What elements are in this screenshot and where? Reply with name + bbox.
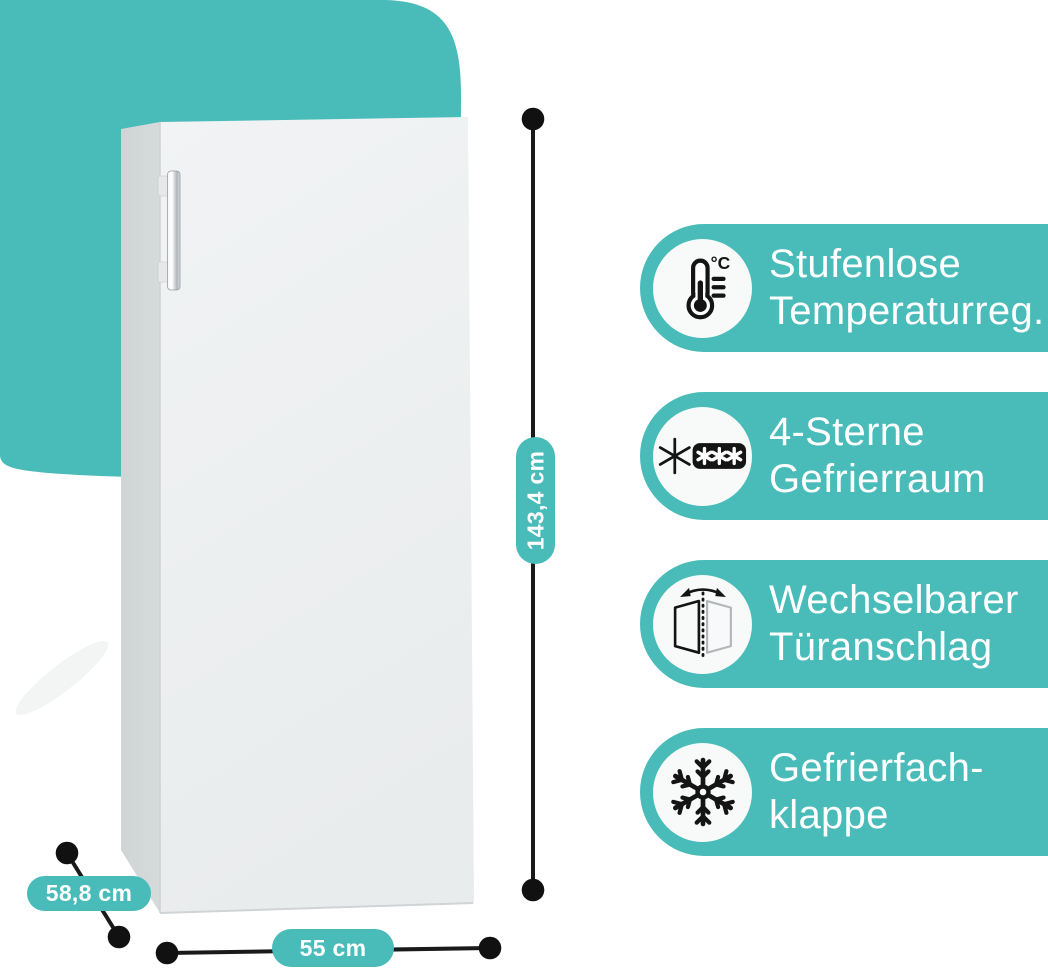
four-star-freezer-icon (658, 437, 747, 475)
height-dimension-dot-bottom (521, 878, 545, 902)
feature-callout-four-star: 4-Sterne Gefrierraum (640, 392, 1048, 520)
feature-callout-reversible-door: Wechselbarer Türanschlag (640, 560, 1048, 688)
handle-bracket-top (157, 175, 169, 197)
feature-label-line1: Gefrierfach- (769, 746, 984, 790)
floor-shadow (15, 640, 109, 716)
feature-icon-circle (653, 406, 752, 506)
depth-dimension-label: 58,8 cm (27, 876, 151, 911)
width-dimension-label: 55 cm (272, 929, 394, 967)
fridge (121, 117, 474, 914)
fridge-bottom-edge (159, 902, 474, 914)
width-dimension-dot-right (478, 936, 502, 960)
handle-bracket-bottom (157, 261, 169, 283)
height-dimension-label: 143,4 cm (516, 437, 555, 564)
feature-icon-circle: °C (653, 238, 752, 338)
feature-icon-circle (653, 742, 752, 842)
feature-icon-circle (653, 574, 752, 674)
feature-label: Gefrierfach- klappe (769, 745, 984, 839)
height-dimension-dot-top (521, 107, 545, 131)
fridge-door (160, 117, 474, 913)
snowflake-icon (661, 757, 745, 834)
feature-label-line1: 4-Sterne (769, 410, 925, 454)
feature-label-line2: Gefrierraum (769, 457, 986, 501)
depth-dimension-dot-bottom (107, 925, 131, 949)
thermometer-icon: °C (685, 253, 730, 320)
feature-label-line2: Türanschlag (769, 625, 993, 669)
feature-label-line2: Temperaturreg. (769, 289, 1045, 333)
feature-label-line2: klappe (769, 793, 889, 837)
depth-dimension-dot-top (55, 841, 79, 865)
feature-label: Stufenlose Temperaturreg. (769, 241, 1044, 335)
feature-label: 4-Sterne Gefrierraum (769, 409, 986, 503)
width-dimension-dot-left (155, 941, 179, 965)
feature-label: Wechselbarer Türanschlag (769, 577, 1019, 671)
reversible-door-icon (673, 587, 732, 662)
feature-callouts: °C Stufenlose Temperaturreg. (640, 224, 1048, 896)
feature-callout-temperature: °C Stufenlose Temperaturreg. (640, 224, 1048, 352)
celsius-unit-label: °C (710, 253, 730, 273)
feature-callout-freezer-flap: Gefrierfach- klappe (640, 728, 1048, 856)
fridge-side-panel (121, 122, 160, 913)
feature-label-line1: Stufenlose (769, 242, 962, 286)
feature-label-line1: Wechselbarer (769, 578, 1019, 622)
door-handle (167, 170, 181, 291)
